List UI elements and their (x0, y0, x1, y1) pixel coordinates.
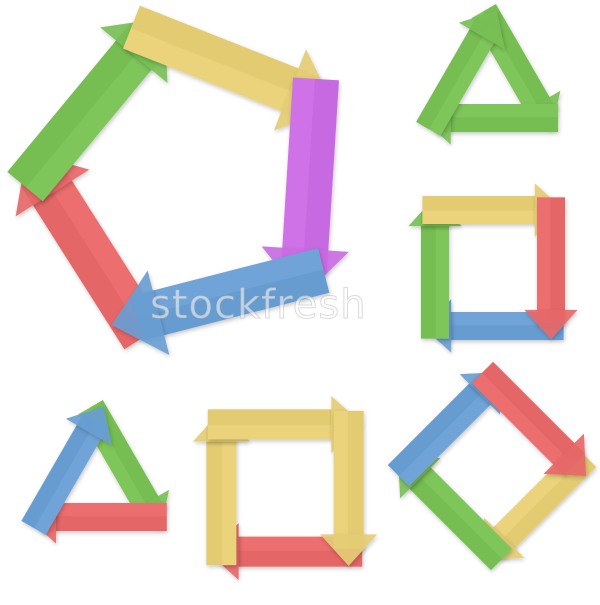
pentagon-cycle-arrows-fold-3 (131, 5, 319, 100)
diamond-cycle-arrows-arrowhead-4 (543, 433, 587, 477)
diamond-cycle-arrows-icon (387, 361, 597, 571)
octagon-cycle-arrows-fold-4 (347, 410, 364, 549)
pentagon-cycle-arrows-fold-1 (21, 173, 145, 350)
pentagon-cycle-arrows-arrowhead-5 (111, 270, 170, 356)
recycle-triangle-green-fold-2 (437, 117, 559, 132)
recycle-triangle-green-fold-1 (483, 4, 557, 116)
recycle-triangle-tricolor-fold-3 (21, 413, 97, 529)
recycle-triangle-green-icon (416, 4, 561, 145)
square-cycle-arrows-fold-1 (437, 325, 564, 340)
square-cycle-arrows-arrowhead-4 (524, 309, 578, 340)
recycle-triangle-tricolor-fold-1 (90, 400, 165, 515)
diamond-cycle-arrows-fold-2 (399, 467, 503, 571)
octagon-cycle-arrows-fold-3 (207, 409, 346, 426)
pentagon-cycle-arrows-fold-5 (136, 269, 330, 341)
recycle-triangle-green-fold-3 (416, 17, 490, 130)
pentagon-cycle-arrows-icon (7, 5, 349, 356)
diamond-cycle-arrows-fold-1 (493, 455, 597, 559)
diamond-cycle-arrows-fold-3 (387, 373, 491, 477)
octagon-cycle-arrows-fold-2 (206, 427, 223, 566)
octagon-cycle-arrows-fold-1 (224, 550, 363, 567)
recycle-triangle-green-arrowhead-3 (458, 10, 505, 50)
recycle-triangle-tricolor-fold-2 (42, 516, 167, 531)
octagon-cycle-arrows-arrowhead-4 (320, 534, 378, 566)
diamond-cycle-arrows-fold-4 (481, 361, 585, 465)
pentagon-cycle-arrows-fold-4 (302, 78, 339, 273)
pentagon-cycle-arrows-fold-2 (7, 23, 149, 188)
square-cycle-arrows-fold-4 (550, 197, 565, 324)
square-cycle-arrows-icon (408, 183, 578, 353)
recycle-triangle-tricolor-icon (21, 400, 170, 544)
octagon-cycle-arrows-icon (192, 395, 378, 581)
square-cycle-arrows-fold-2 (421, 212, 436, 339)
square-cycle-arrows-fold-3 (422, 196, 549, 211)
recycle-triangle-tricolor-arrowhead-3 (65, 406, 112, 446)
